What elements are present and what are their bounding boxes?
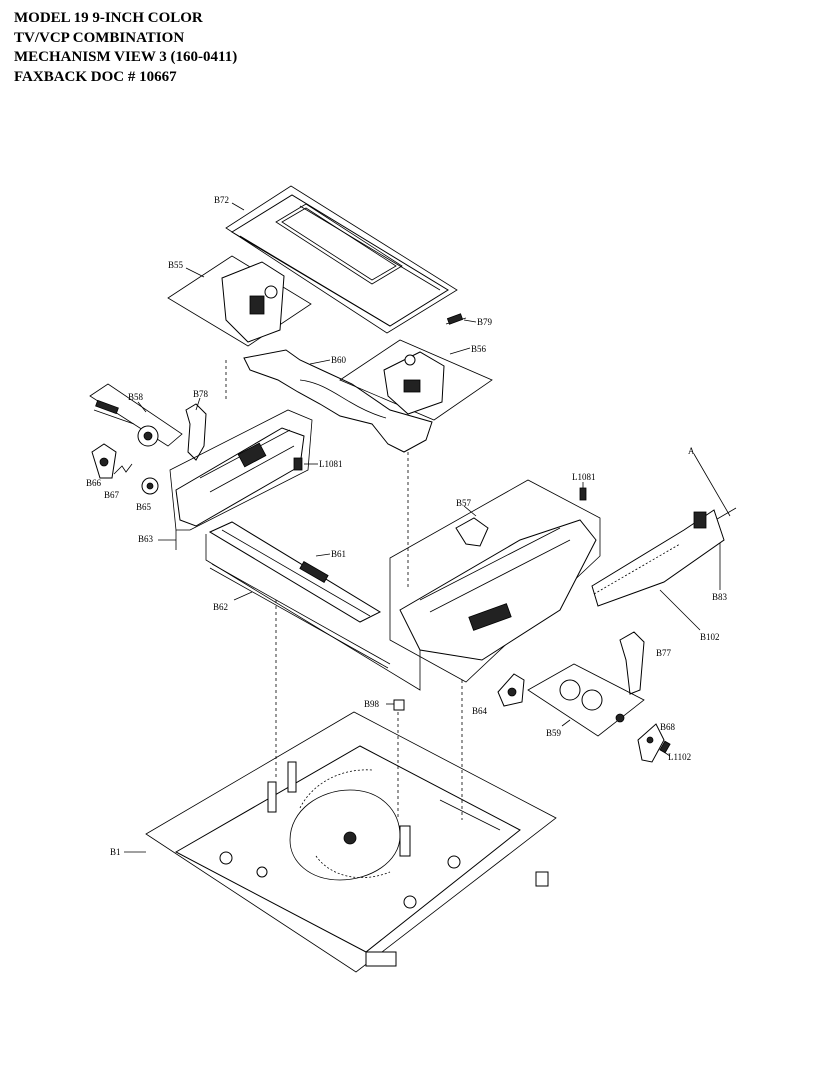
alignment-lines — [225, 360, 463, 820]
part-b98-collar — [393, 699, 405, 711]
part-b58-reel-assembly — [89, 383, 183, 447]
label-l1081-right: L1081 — [572, 472, 596, 482]
label-b62: B62 — [213, 602, 228, 612]
part-b67-spring — [113, 463, 133, 475]
leader-b57 — [463, 505, 477, 517]
part-l1081-screw-left — [293, 457, 303, 471]
outline-b62-b61-group — [205, 534, 421, 691]
leader-b59 — [561, 719, 571, 727]
part-b68-pulley — [637, 723, 665, 763]
part-b59-gear-assembly — [527, 663, 645, 737]
label-b98: B98 — [364, 699, 380, 709]
leader-b62 — [233, 591, 253, 601]
part-b56-bracket — [339, 339, 493, 421]
leader-b58 — [137, 401, 147, 413]
label-b57: B57 — [456, 498, 472, 508]
leader-b72 — [231, 202, 245, 211]
label-b1: B1 — [110, 847, 121, 857]
label-b59: B59 — [546, 728, 562, 738]
part-b64-cam — [497, 673, 525, 707]
label-a: A — [688, 446, 695, 456]
part-l1102-screw — [659, 740, 671, 754]
label-l1102: L1102 — [668, 752, 691, 762]
part-b79-screw — [445, 313, 467, 325]
header-faxback-line: FAXBACK DOC # 10667 — [14, 68, 177, 85]
part-b72-top-cover — [225, 185, 458, 334]
label-b58: B58 — [128, 392, 144, 402]
label-b78: B78 — [193, 389, 209, 399]
leader-b56 — [449, 347, 471, 355]
label-b83: B83 — [712, 592, 728, 602]
part-l1081-screw-right — [579, 487, 587, 501]
label-b102: B102 — [700, 632, 720, 642]
leader-b61 — [315, 553, 331, 557]
part-b57-main-chassis — [389, 479, 601, 683]
leader-b79 — [463, 319, 477, 323]
label-b67: B67 — [104, 490, 120, 500]
part-b65-gear — [141, 477, 159, 495]
label-b79: B79 — [477, 317, 493, 327]
part-b66-cam — [91, 443, 117, 479]
part-b55-bracket — [167, 255, 312, 347]
leader-b55 — [185, 267, 205, 278]
part-b102-rack-slider — [591, 509, 725, 607]
label-b63: B63 — [138, 534, 154, 544]
leader-b102 — [659, 589, 701, 631]
part-b77-lever — [619, 631, 645, 695]
label-b55: B55 — [168, 260, 184, 270]
part-b60-slide-plate — [243, 349, 433, 453]
leader-a — [693, 453, 731, 517]
label-b65: B65 — [136, 502, 152, 512]
label-b68: B68 — [660, 722, 676, 732]
document-header: MODEL 19 9-INCH COLOR TV/VCP COMBINATION… — [14, 9, 237, 87]
label-b60: B60 — [331, 355, 347, 365]
label-b56: B56 — [471, 344, 487, 354]
leader-b78 — [195, 397, 201, 411]
label-b77: B77 — [656, 648, 672, 658]
label-b64: B64 — [472, 706, 488, 716]
header-mechanism-view-line: MECHANISM VIEW 3 (160-0411) — [14, 49, 238, 65]
part-b78-lever — [185, 403, 207, 461]
header-model-line: MODEL 19 9-INCH COLOR — [14, 10, 203, 26]
label-b72: B72 — [214, 195, 229, 205]
part-b61-rail — [208, 521, 382, 623]
label-l1081-left: L1081 — [319, 459, 343, 469]
leader-b60 — [309, 359, 331, 365]
label-b61: B61 — [331, 549, 346, 559]
label-b66: B66 — [86, 478, 102, 488]
header-combination-line: TV/VCP COMBINATION — [14, 29, 185, 46]
part-b1-base-chassis — [145, 711, 557, 973]
leader-l1102 — [663, 751, 671, 757]
part-b62-shaft — [209, 563, 391, 669]
